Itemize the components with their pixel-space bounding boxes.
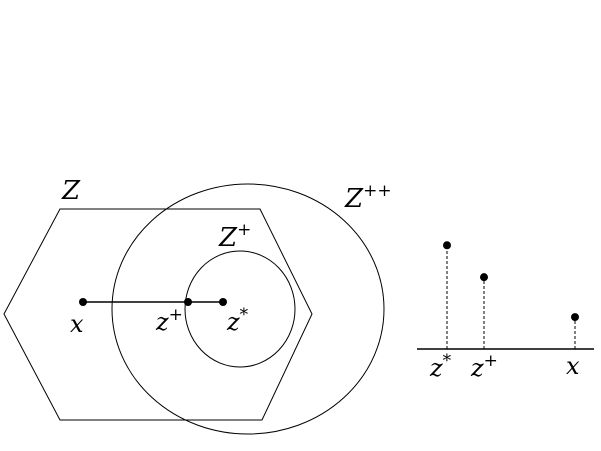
stem-panel: z* z+ x (417, 241, 594, 382)
label-point-z-plus: z+ (155, 305, 183, 336)
label-point-x: x (70, 310, 84, 338)
set-Z-plus-circle (184, 250, 296, 368)
axis-label-x: x (566, 352, 580, 380)
point-z-star-dot (219, 298, 227, 306)
label-set-Z: Z (61, 176, 81, 206)
sets-panel: Z Z+ Z++ x z+ z* (3, 176, 392, 435)
label-point-z-star: z* (226, 305, 249, 336)
stem-x-dot (571, 313, 579, 322)
axis-label-z-plus: z+ (470, 351, 498, 382)
label-set-Z-plus: Z+ (218, 220, 251, 253)
set-Z-plusplus-circle (111, 183, 385, 435)
label-set-Z-plusplus: Z++ (344, 181, 392, 214)
point-z-plus-dot (184, 298, 192, 306)
axis-label-z-star: z* (429, 351, 452, 382)
set-Z-hexagon (3, 208, 313, 421)
stem-z-star-dot (443, 241, 451, 250)
point-x-dot (79, 298, 87, 306)
stem-z-plus-dot (480, 273, 488, 282)
